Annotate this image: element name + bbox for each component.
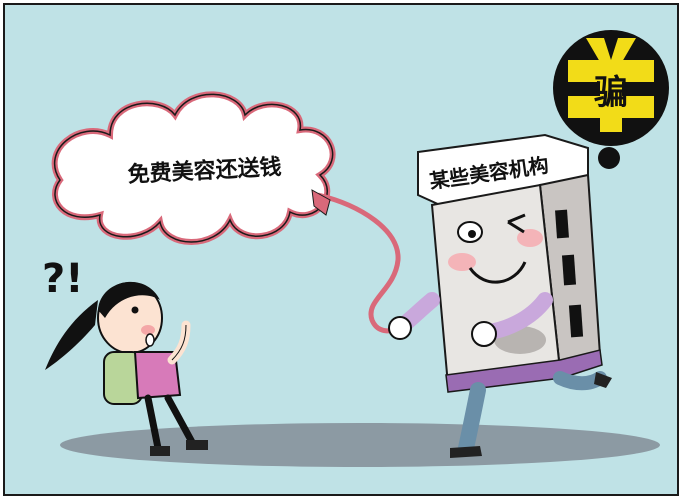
ground-shadow (60, 423, 660, 467)
building-front (430, 183, 562, 387)
building-leg-left (458, 382, 486, 456)
girl-exclaim: ?! (42, 256, 83, 302)
stamp-y-shape (586, 38, 636, 132)
fraud-stamp: 骗 (553, 30, 669, 169)
girl-arm-outline (171, 324, 187, 361)
building-glove-left (388, 316, 412, 340)
girl-shoe-left (150, 446, 170, 456)
building-character: 某些美容机构 (388, 133, 612, 458)
girl-cheek (141, 325, 155, 335)
building-cheek (448, 253, 476, 271)
building-window (568, 304, 584, 338)
building-glove-right (471, 321, 497, 347)
speech-balloon: 免费美容还送钱 (51, 91, 336, 245)
girl-leg-right (164, 394, 196, 446)
stamp-text: 骗 (594, 73, 628, 113)
building-window (561, 254, 577, 286)
balloon-knot (311, 189, 331, 216)
girl-leg-left (144, 394, 162, 452)
building-leg-right (553, 371, 607, 391)
girl-mouth (145, 333, 155, 347)
girl-hair (98, 281, 160, 318)
building-eye-wink (507, 213, 526, 234)
building-window (555, 209, 569, 239)
girl-ponytail (45, 300, 98, 370)
thought-dot (598, 147, 620, 169)
building-pupil (468, 230, 476, 238)
girl-character: ?! (42, 256, 208, 456)
building-base (445, 349, 603, 393)
girl-eye (131, 306, 139, 314)
girl-shoe-right (186, 440, 208, 450)
girl-shirt (133, 351, 182, 400)
building-cheek (517, 229, 543, 247)
balloon-string (317, 192, 404, 334)
building-shoe-right (594, 372, 612, 388)
building-shoe-left (450, 446, 482, 458)
building-smile (468, 261, 527, 284)
